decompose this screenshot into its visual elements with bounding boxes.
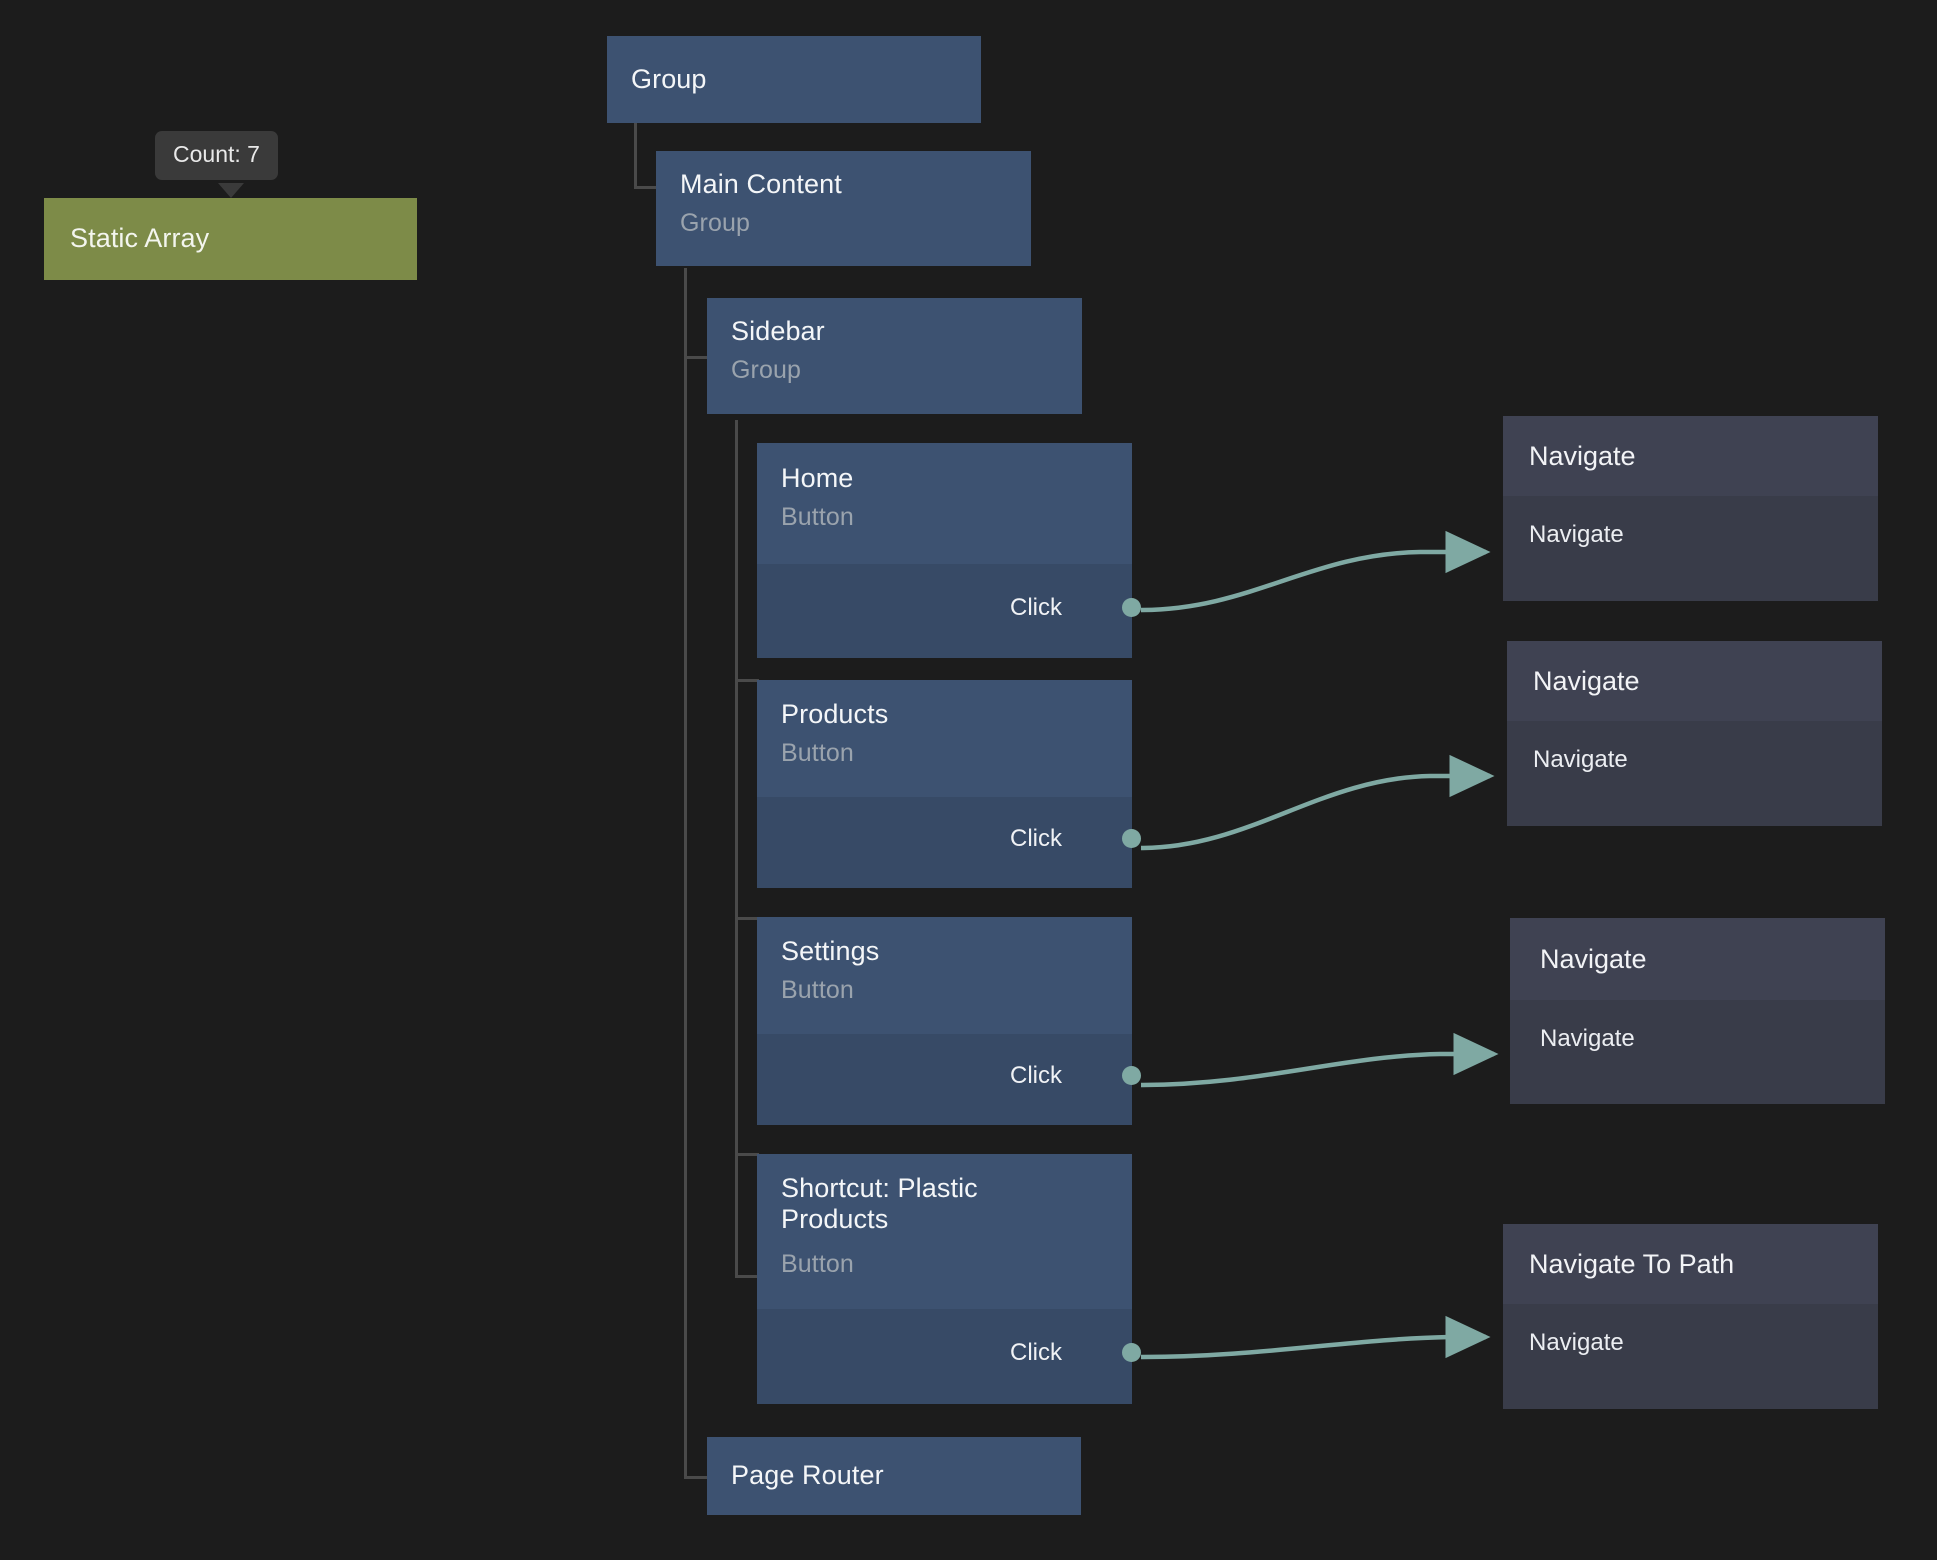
tree-line-child-elbow-2 — [735, 917, 759, 920]
count-tooltip: Count: 7 — [155, 131, 278, 180]
tree-line-child-elbow-1 — [735, 679, 759, 682]
click-port-dot-settings[interactable] — [1122, 1066, 1141, 1085]
sidebar-title: Sidebar — [731, 316, 825, 346]
click-port-dot-home[interactable] — [1122, 598, 1141, 617]
page-router-node[interactable]: Page Router — [707, 1437, 1081, 1515]
page-router-title: Page Router — [731, 1460, 884, 1490]
button-node-settings-header: Settings Button — [757, 917, 1132, 1034]
main-content-node[interactable]: Main Content Group — [656, 151, 1031, 266]
wire-home-to-navigate — [1140, 530, 1491, 613]
static-array-title: Static Array — [70, 223, 210, 253]
action-node-navigate-settings-body: Navigate — [1510, 1000, 1885, 1104]
tree-line-root-vertical — [634, 123, 637, 186]
tree-line-main-elbow — [684, 356, 708, 359]
button-node-products-header: Products Button — [757, 680, 1132, 797]
action-node-navigate-to-path[interactable]: Navigate To Path Navigate — [1503, 1224, 1878, 1409]
tree-line-root-elbow — [634, 186, 658, 189]
tree-line-child-elbow-4 — [735, 1275, 759, 1278]
action-node-navigate-home[interactable]: Navigate Navigate — [1503, 416, 1878, 601]
action-node-navigate-products-title: Navigate — [1533, 665, 1640, 696]
action-port-label-navigate-products: Navigate — [1533, 746, 1628, 773]
static-array-node[interactable]: Static Array — [44, 198, 417, 280]
button-node-shortcut-body: Click — [757, 1309, 1141, 1404]
action-node-navigate-settings-title: Navigate — [1540, 943, 1647, 974]
wire-products-to-navigate — [1140, 754, 1495, 851]
click-port-label-products: Click — [1010, 825, 1062, 852]
action-node-navigate-to-path-header: Navigate To Path — [1503, 1224, 1878, 1304]
count-tooltip-label: Count: 7 — [173, 141, 260, 167]
action-node-navigate-products-header: Navigate — [1507, 641, 1882, 721]
wire-shortcut-to-navigate-to-path — [1140, 1315, 1491, 1360]
action-node-navigate-home-header: Navigate — [1503, 416, 1878, 496]
main-content-title: Main Content — [680, 169, 842, 199]
group-node-title: Group — [631, 64, 707, 94]
main-content-subtitle: Group — [680, 209, 750, 237]
action-node-navigate-home-title: Navigate — [1529, 440, 1636, 471]
tree-line-sidebar-spine — [684, 356, 687, 1476]
button-node-shortcut-title: Shortcut: Plastic Products — [781, 1173, 978, 1235]
tree-line-main-vertical — [684, 268, 687, 356]
action-node-navigate-products[interactable]: Navigate Navigate — [1507, 641, 1882, 826]
tree-line-children-spine — [735, 420, 738, 1275]
button-node-settings-title: Settings — [781, 936, 880, 966]
button-node-settings-subtitle: Button — [781, 976, 854, 1004]
click-port-dot-products[interactable] — [1122, 829, 1141, 848]
button-node-home-header: Home Button — [757, 443, 1132, 564]
button-node-products-title: Products — [781, 699, 889, 729]
button-node-home[interactable]: Home Button Click — [757, 443, 1141, 658]
action-node-navigate-to-path-title: Navigate To Path — [1529, 1248, 1735, 1279]
action-node-navigate-products-body: Navigate — [1507, 721, 1882, 826]
sidebar-node[interactable]: Sidebar Group — [707, 298, 1082, 414]
wire-settings-to-navigate — [1140, 1032, 1499, 1088]
button-node-shortcut-header: Shortcut: Plastic Products Button — [757, 1154, 1132, 1309]
button-node-products-subtitle: Button — [781, 739, 854, 767]
button-node-products[interactable]: Products Button Click — [757, 680, 1141, 888]
button-node-shortcut-subtitle: Button — [781, 1250, 854, 1278]
action-node-navigate-to-path-body: Navigate — [1503, 1304, 1878, 1409]
action-node-navigate-settings[interactable]: Navigate Navigate — [1510, 918, 1885, 1104]
button-node-home-subtitle: Button — [781, 503, 854, 531]
click-port-label-shortcut: Click — [1010, 1339, 1062, 1366]
action-port-label-navigate-to-path: Navigate — [1529, 1329, 1624, 1356]
action-node-navigate-home-body: Navigate — [1503, 496, 1878, 601]
button-node-shortcut-plastic-products[interactable]: Shortcut: Plastic Products Button Click — [757, 1154, 1141, 1404]
button-node-home-body: Click — [757, 564, 1141, 658]
button-node-products-body: Click — [757, 797, 1141, 888]
count-tooltip-arrow — [218, 183, 244, 198]
action-port-label-navigate-home: Navigate — [1529, 521, 1624, 548]
tree-line-child-elbow-3 — [735, 1153, 759, 1156]
sidebar-subtitle: Group — [731, 356, 801, 384]
button-node-settings-body: Click — [757, 1034, 1141, 1125]
action-port-label-navigate-settings: Navigate — [1540, 1025, 1635, 1052]
click-port-label-settings: Click — [1010, 1062, 1062, 1089]
group-node[interactable]: Group — [607, 36, 981, 123]
click-port-label-home: Click — [1010, 594, 1062, 621]
button-node-settings[interactable]: Settings Button Click — [757, 917, 1141, 1125]
tree-line-page-router-elbow — [684, 1476, 708, 1479]
button-node-home-title: Home — [781, 463, 854, 493]
click-port-dot-shortcut[interactable] — [1122, 1343, 1141, 1362]
action-node-navigate-settings-header: Navigate — [1510, 918, 1885, 1000]
